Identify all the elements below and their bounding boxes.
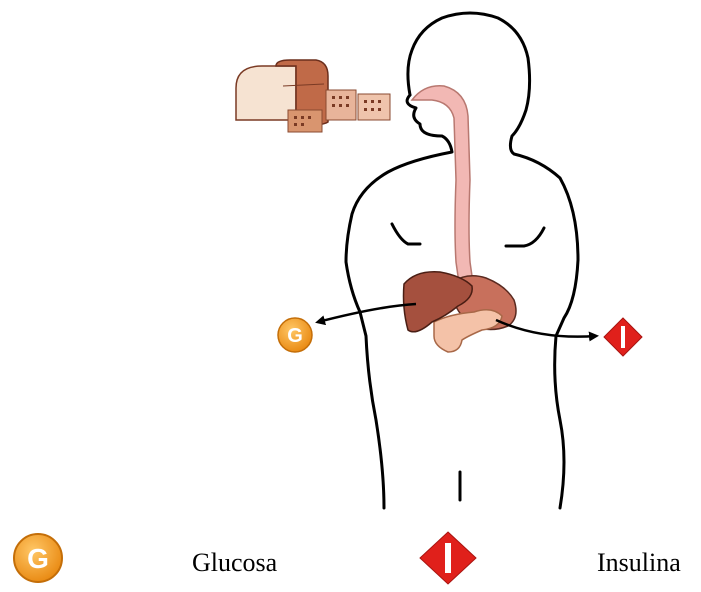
arrow-to-glucose bbox=[318, 304, 416, 322]
legend-glucose-symbol: G bbox=[27, 543, 49, 574]
glucose-marker-symbol: G bbox=[287, 325, 303, 347]
legend-glucose-label: Glucosa bbox=[192, 548, 277, 578]
legend-glucose-icon: G bbox=[14, 534, 62, 582]
legend-insulin-label: Insulina bbox=[597, 548, 681, 578]
bread-icon bbox=[236, 60, 390, 132]
insulin-marker-icon bbox=[604, 318, 642, 356]
esophagus bbox=[412, 86, 474, 290]
glucose-marker-icon: G bbox=[278, 318, 312, 352]
legend-insulin-icon bbox=[420, 532, 476, 584]
